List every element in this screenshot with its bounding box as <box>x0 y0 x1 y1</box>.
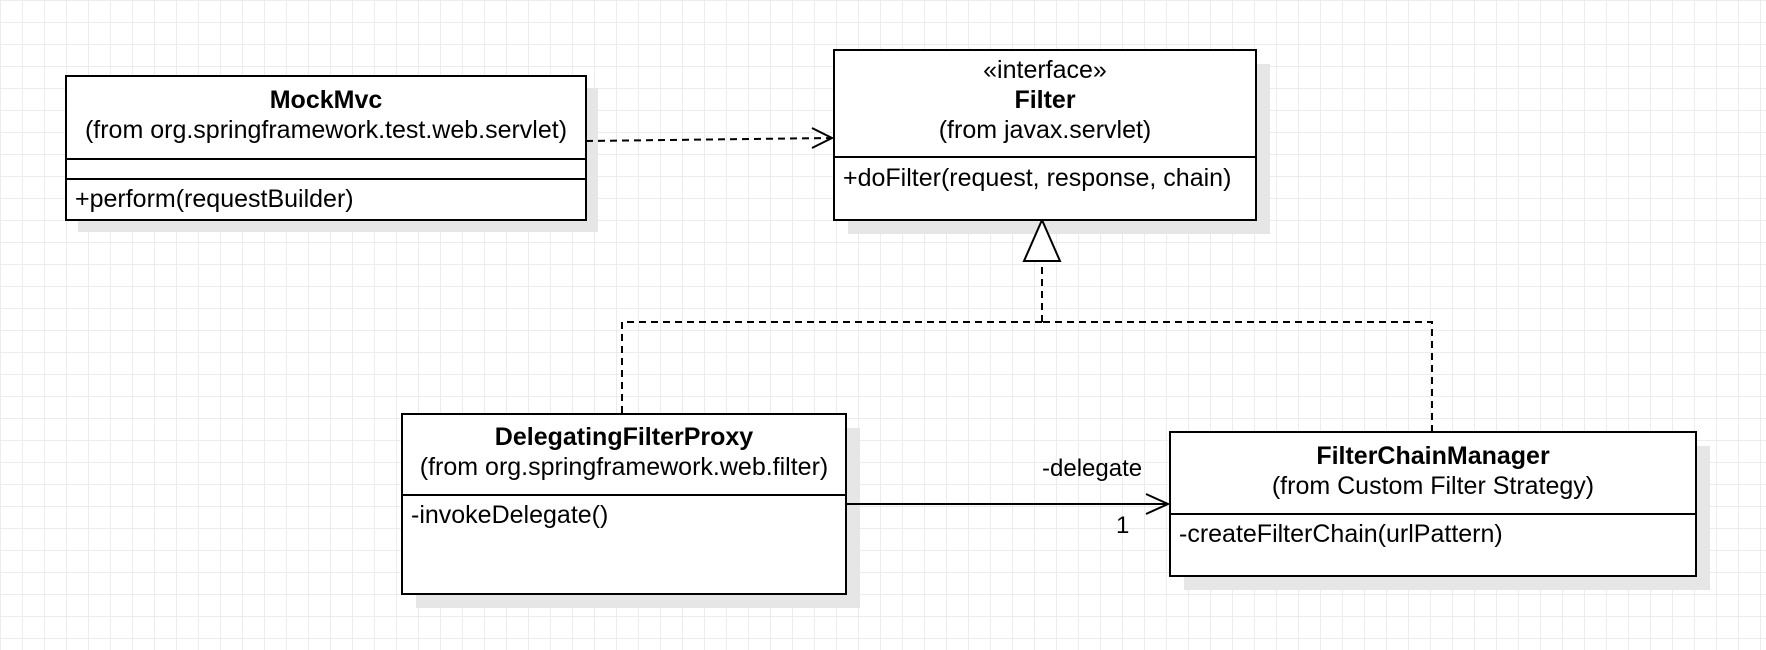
class-mockmvc-name: MockMvc <box>269 86 383 114</box>
association-arrowhead <box>1145 493 1171 515</box>
operation-dofilter: +doFilter(request, response, chain) <box>843 164 1232 192</box>
class-delegating-filter-proxy-header: DelegatingFilterProxy (from org.springfr… <box>403 415 845 494</box>
class-filter-package: (from javax.servlet) <box>938 116 1152 144</box>
class-mockmvc[interactable]: MockMvc (from org.springframework.test.w… <box>65 75 587 221</box>
operation-perform: +perform(requestBuilder) <box>75 185 354 213</box>
class-filter-operations: +doFilter(request, response, chain) <box>835 156 1255 193</box>
realization-line-filter-chain-manager <box>1042 321 1433 432</box>
class-mockmvc-header: MockMvc (from org.springframework.test.w… <box>67 77 585 158</box>
class-delegating-filter-proxy[interactable]: DelegatingFilterProxy (from org.springfr… <box>401 413 847 595</box>
dependency-arrowhead <box>811 127 835 149</box>
class-filter-chain-manager-operations: -createFilterChain(urlPattern) <box>1171 513 1695 549</box>
class-filter-chain-manager-package: (from Custom Filter Strategy) <box>1271 472 1595 500</box>
realization-line-delegating-filter-proxy <box>621 321 1042 413</box>
operation-invokedelegate: -invokeDelegate() <box>411 501 609 529</box>
class-filter-chain-manager-name: FilterChainManager <box>1316 442 1550 470</box>
class-filter-name: Filter <box>1014 86 1076 114</box>
class-filter-stereotype: «interface» <box>983 56 1107 84</box>
class-mockmvc-attributes <box>67 158 585 178</box>
association-multiplicity-label: 1 <box>1116 512 1130 539</box>
class-filter[interactable]: «interface» Filter (from javax.servlet) … <box>833 49 1257 221</box>
association-role-label: -delegate <box>1042 455 1143 482</box>
operation-createfilterchain: -createFilterChain(urlPattern) <box>1179 520 1503 548</box>
class-mockmvc-operations: +perform(requestBuilder) <box>67 178 585 214</box>
class-delegating-filter-proxy-operations: -invokeDelegate() <box>403 494 845 530</box>
class-delegating-filter-proxy-name: DelegatingFilterProxy <box>494 423 754 451</box>
class-mockmvc-package: (from org.springframework.test.web.servl… <box>84 116 568 144</box>
class-filter-chain-manager[interactable]: FilterChainManager (from Custom Filter S… <box>1169 431 1697 577</box>
dependency-line <box>585 137 833 142</box>
class-filter-header: «interface» Filter (from javax.servlet) <box>835 51 1255 156</box>
class-filter-chain-manager-header: FilterChainManager (from Custom Filter S… <box>1171 433 1695 513</box>
class-delegating-filter-proxy-package: (from org.springframework.web.filter) <box>419 453 829 481</box>
